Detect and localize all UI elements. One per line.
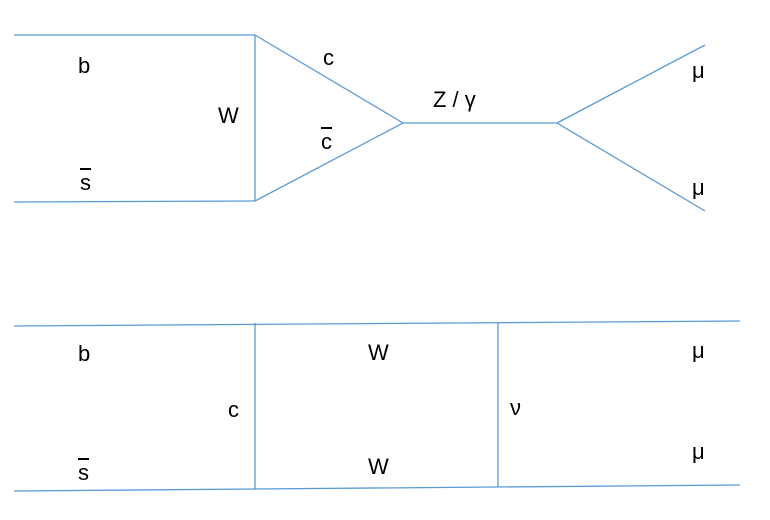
top-mu-upper-line — [556, 44, 706, 124]
bottom-label-w-lower: W — [368, 454, 389, 479]
top-label-w: W — [218, 103, 239, 128]
bottom-upper-line — [13, 320, 741, 327]
bottom-label-s-bar: s — [78, 460, 89, 485]
top-label-mu-lower: μ — [692, 175, 705, 200]
bottom-label-mu-lower: μ — [692, 439, 705, 464]
top-label-b: b — [78, 53, 91, 78]
top-s-bar-quark-line — [13, 200, 256, 203]
bottom-label-nu: ν — [510, 395, 521, 420]
bottom-label-w-upper: W — [368, 340, 389, 365]
top-label-s-bar: s — [80, 170, 91, 195]
top-label-z-gamma: Z / γ — [433, 87, 476, 112]
top-label-c-bar: c — [321, 129, 332, 154]
top-label-c: c — [323, 45, 334, 70]
bottom-lower-line — [13, 484, 741, 492]
bottom-label-mu-upper: μ — [692, 338, 705, 363]
bottom-label-c: c — [228, 397, 239, 422]
bottom-label-b: b — [78, 341, 91, 366]
top-c-quark-line — [254, 34, 404, 124]
top-label-mu-upper: μ — [692, 58, 705, 83]
top-c-bar-quark-line — [254, 122, 404, 202]
top-mu-lower-line — [556, 122, 706, 212]
